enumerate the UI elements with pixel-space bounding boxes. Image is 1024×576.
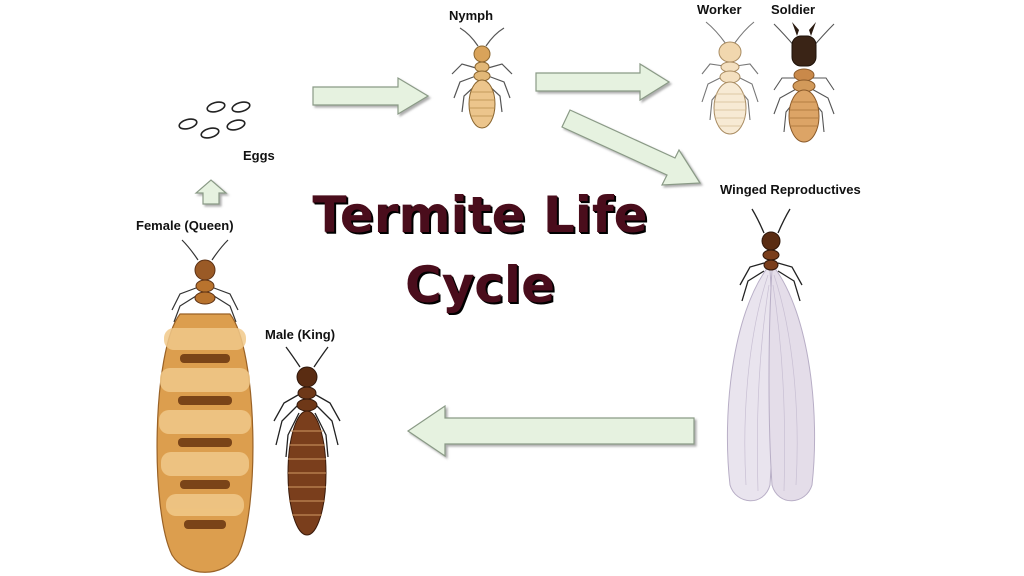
label-eggs: Eggs — [243, 148, 275, 163]
title-line-2: Cycle — [405, 256, 555, 314]
eggs-illustration — [178, 101, 251, 139]
arrow-winged-to-king — [406, 404, 695, 458]
label-worker: Worker — [697, 2, 742, 17]
diagram-title: Termite Life Cycle — [290, 180, 670, 320]
label-soldier: Soldier — [771, 2, 816, 17]
nymph-illustration — [451, 27, 513, 129]
label-winged-reproductives: Winged Reproductives — [720, 182, 861, 197]
arrow-nymph-to-caste — [535, 62, 671, 102]
king-illustration — [273, 346, 341, 536]
queen-illustration — [156, 239, 254, 573]
soldier-illustration — [773, 22, 835, 143]
arrow-nymph-to-winged — [561, 109, 702, 186]
worker-illustration — [701, 21, 759, 135]
arrow-eggs-to-nymph — [312, 76, 430, 116]
label-nymph: Nymph — [449, 8, 494, 23]
label-king: Male (King) — [265, 327, 336, 342]
title-line-1: Termite Life — [312, 186, 648, 244]
arrow-queen-to-eggs — [194, 179, 228, 205]
label-queen: Female (Queen) — [136, 218, 234, 233]
winged-reproductive-illustration — [726, 208, 816, 502]
